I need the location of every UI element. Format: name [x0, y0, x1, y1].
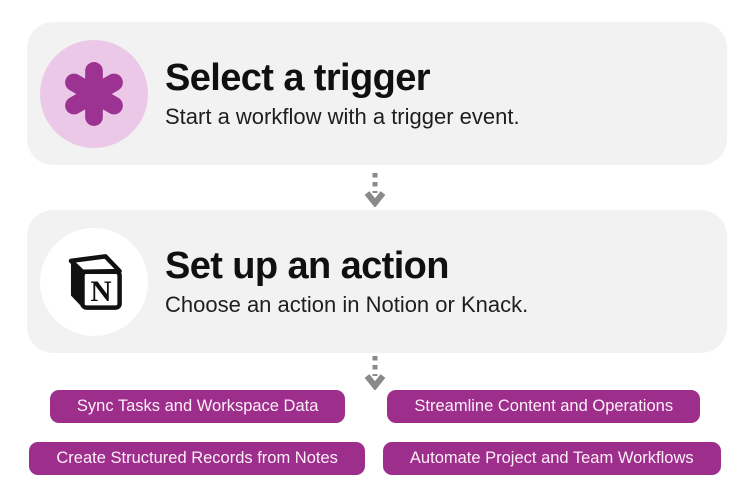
trigger-card-text: Select a trigger Start a workflow with a…: [165, 57, 520, 131]
flow-connector-arrow-1: [364, 173, 386, 207]
asterisk-icon: [65, 61, 123, 126]
action-card-title: Set up an action: [165, 244, 449, 287]
trigger-icon-circle: [40, 39, 148, 148]
svg-text:N: N: [90, 276, 111, 308]
suggestion-pill-sync-tasks[interactable]: Sync Tasks and Workspace Data: [49, 390, 346, 423]
suggestion-pill-streamline-content[interactable]: Streamline Content and Operations: [387, 390, 701, 423]
flow-connector-arrow-2: [364, 356, 386, 390]
trigger-step-card[interactable]: Select a trigger Start a workflow with a…: [27, 22, 727, 165]
trigger-card-title: Select a trigger: [165, 56, 431, 99]
action-card-subtitle: Choose an action in Notion or Knack.: [165, 292, 529, 318]
suggestion-pill-automate-project[interactable]: Automate Project and Team Workflows: [382, 441, 721, 475]
suggestion-pills: Sync Tasks and Workspace Data Streamline…: [0, 390, 750, 475]
action-step-card[interactable]: N Set up an action Choose an action in N…: [27, 210, 727, 353]
action-card-text: Set up an action Choose an action in Not…: [165, 245, 528, 319]
suggestion-pill-create-records[interactable]: Create Structured Records from Notes: [29, 441, 365, 475]
action-icon-circle: N: [40, 227, 148, 336]
pill-row-1: Sync Tasks and Workspace Data Streamline…: [0, 390, 750, 423]
notion-icon: N: [68, 253, 122, 310]
trigger-card-subtitle: Start a workflow with a trigger event.: [165, 104, 520, 130]
pill-row-2: Create Structured Records from Notes Aut…: [0, 441, 750, 475]
